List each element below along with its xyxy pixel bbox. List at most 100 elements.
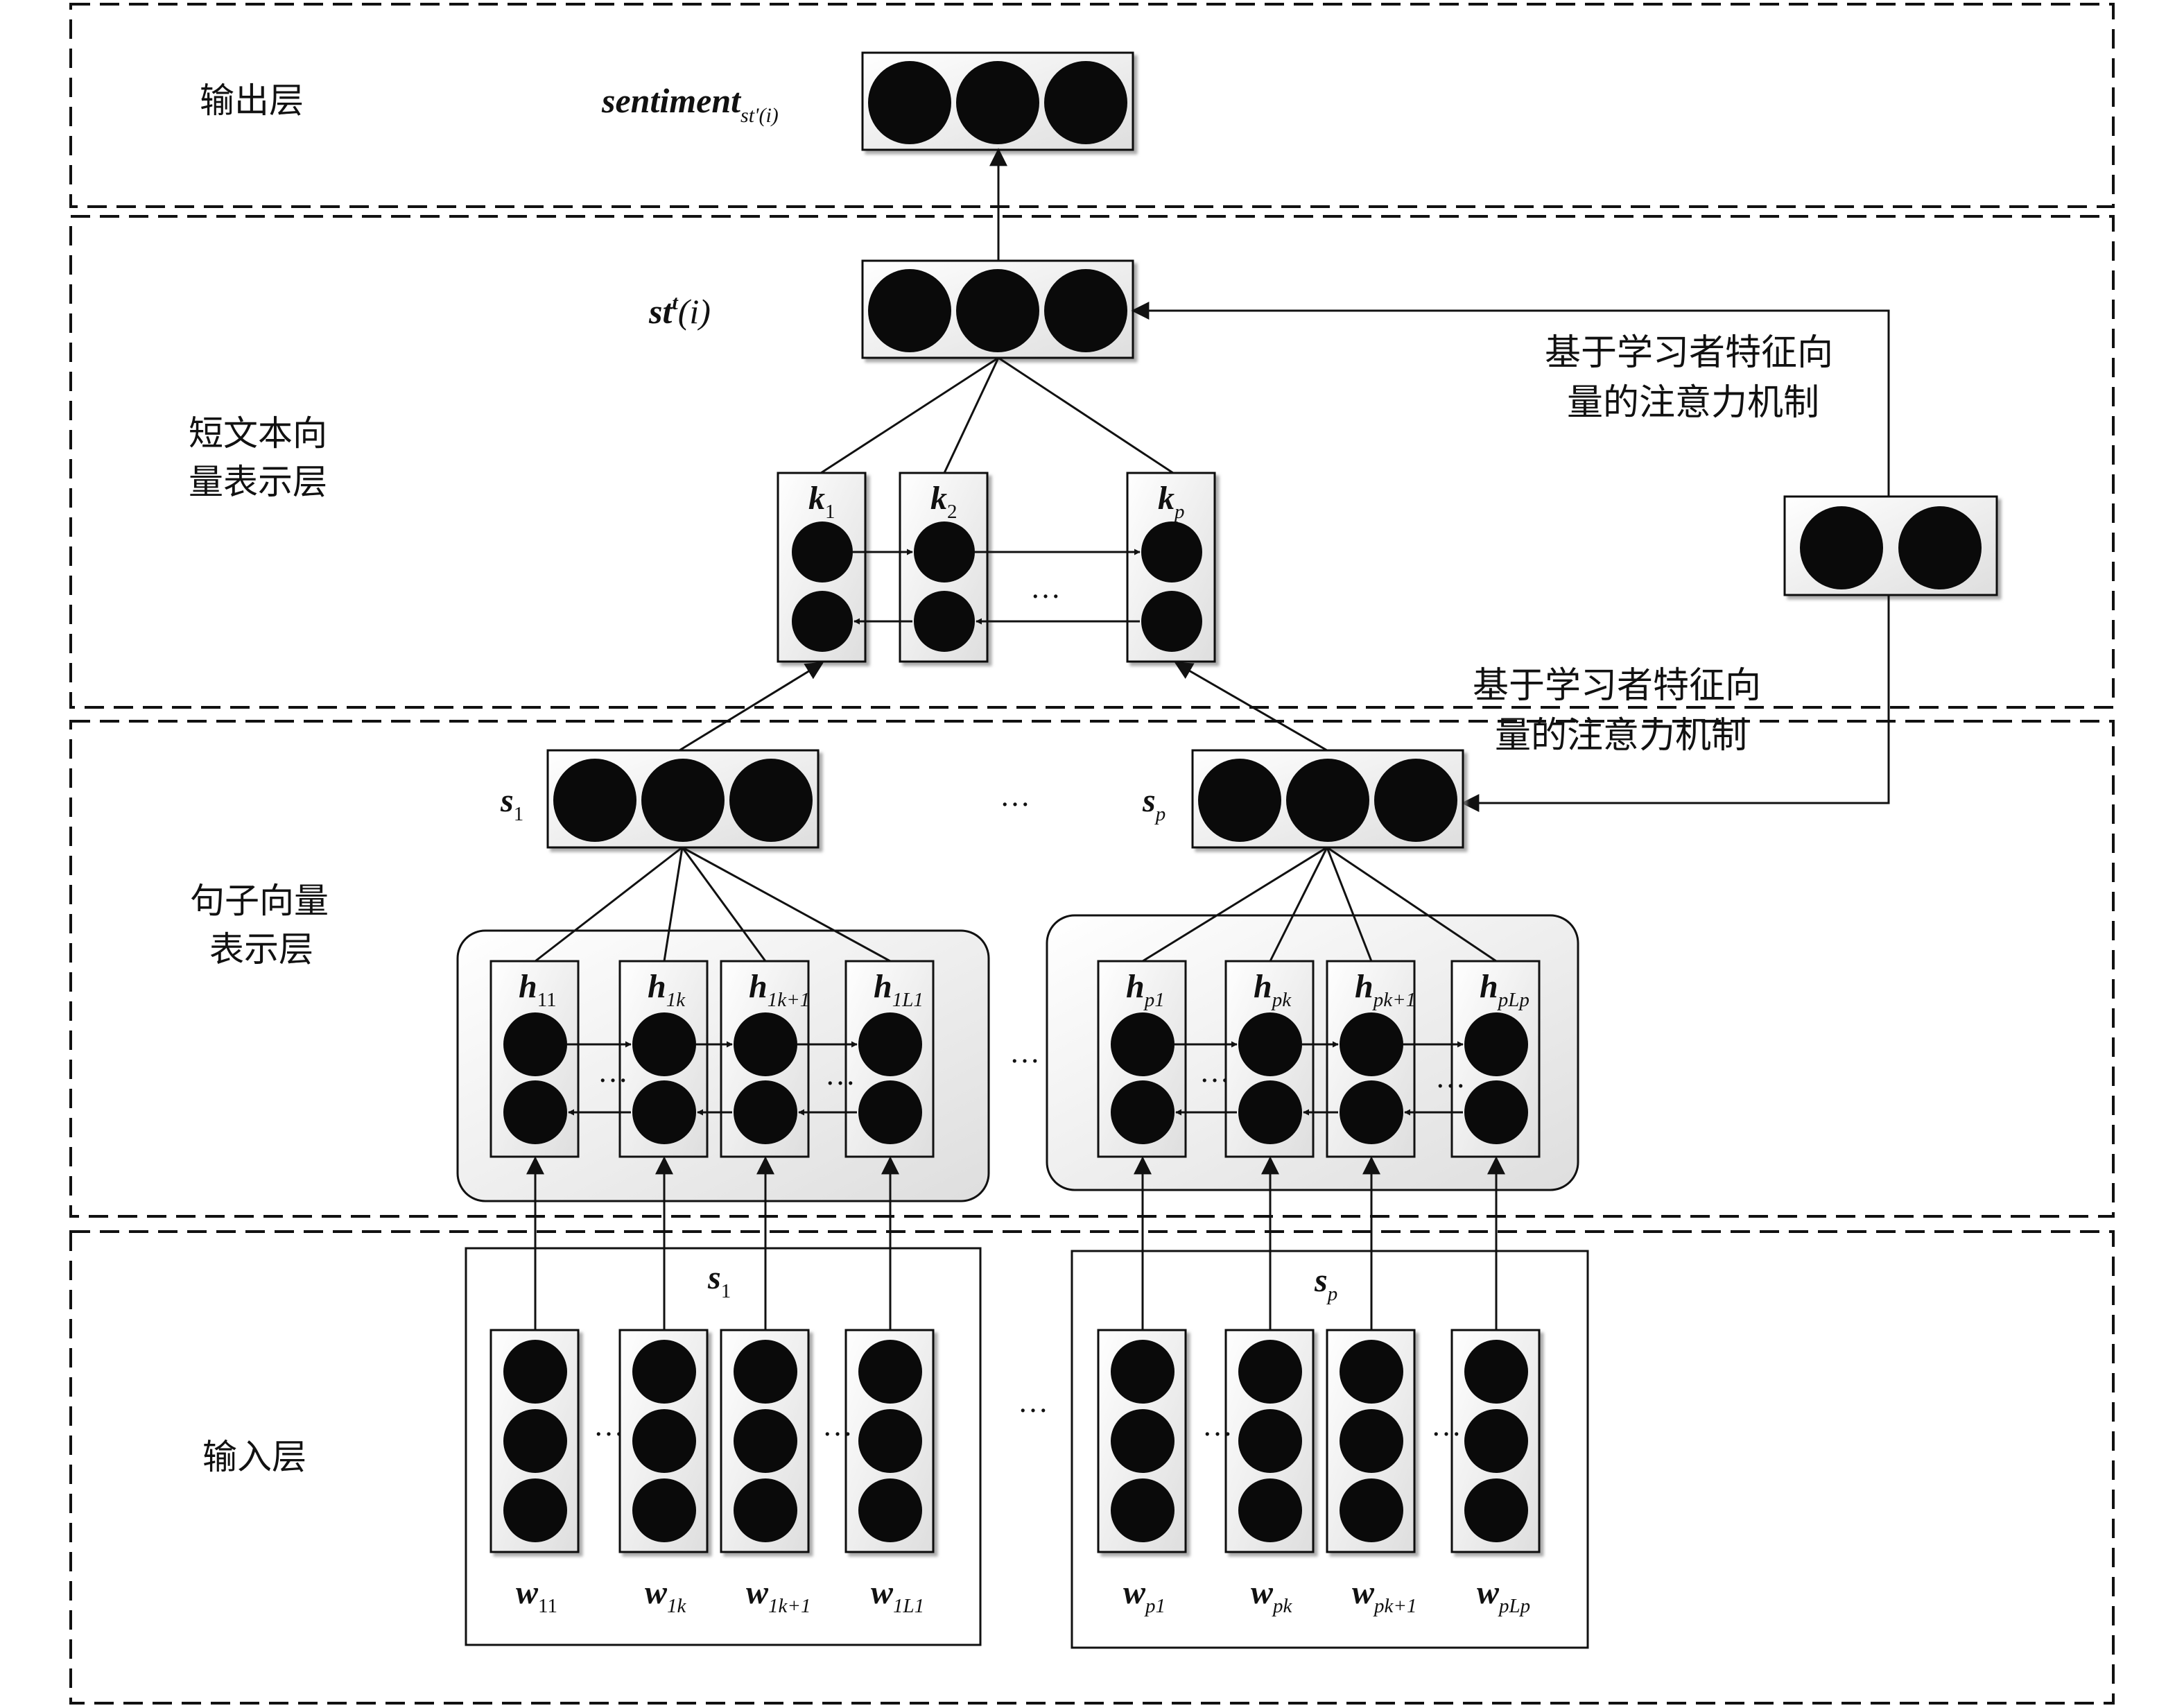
attention-label-lower-1: 基于学习者特征向 — [1473, 665, 1761, 707]
h-group2-ellipsis-1: … — [1199, 1055, 1230, 1089]
sentence-layer-label-2: 表示层 — [209, 929, 313, 969]
k2-forward-node — [914, 521, 975, 583]
w-group1-group-label: s1 — [707, 1259, 731, 1302]
shorttext-layer-label-2: 量表示层 — [189, 462, 327, 502]
w-group1-cell-1-node — [632, 1340, 696, 1404]
w-group1-cell-0-node — [503, 1478, 567, 1542]
kp-backward-node — [1141, 591, 1202, 652]
w-group2-cell-2-node — [1340, 1478, 1403, 1542]
learner-feature-node — [1898, 506, 1982, 589]
sp-vector-label: sp — [1142, 782, 1165, 825]
sp-vector-node — [1198, 759, 1281, 842]
w-group1-cell-0-node — [503, 1409, 567, 1473]
w-group2-cell-2-node — [1340, 1340, 1403, 1404]
arrow-sp-to-kp — [1174, 662, 1328, 752]
h-group2-cell-0-forward-node — [1111, 1012, 1175, 1076]
w-group2-cell-0-node — [1111, 1409, 1175, 1473]
k2-backward-node — [914, 591, 975, 652]
h-group1-cell-1-forward-node — [632, 1012, 696, 1076]
attention-label-upper-2: 量的注意力机制 — [1567, 382, 1819, 424]
shorttext-layer-band — [69, 215, 2115, 709]
s1-vector-node — [729, 759, 813, 842]
shorttext-layer-label-1: 短文本向 — [189, 413, 327, 454]
h-group2-cell-2-forward-node — [1340, 1012, 1403, 1076]
arrow-s1-to-k1 — [679, 662, 824, 752]
h-groups-ellipsis: … — [1009, 1035, 1040, 1069]
st-vector-node — [956, 269, 1039, 352]
h-group1-ellipsis-1: … — [598, 1055, 628, 1089]
w-group1-cell-0-label: w11 — [516, 1574, 557, 1617]
h-group2-cell-0-label: hp1 — [1126, 968, 1165, 1011]
sp-vector-node — [1374, 759, 1457, 842]
h-group1-s-to-h-3-line — [682, 846, 891, 963]
k-ellipsis: … — [1030, 571, 1061, 605]
sentiment-vector-node — [868, 61, 951, 144]
w-group1-cell-2-node — [734, 1409, 797, 1473]
w-group2-cell-3-node — [1464, 1478, 1528, 1542]
w-group1-cell-3-node — [858, 1409, 922, 1473]
w-group2-ellipsis-1: … — [1202, 1408, 1233, 1442]
k1-forward-node — [792, 521, 853, 583]
k1-label: k1 — [808, 480, 835, 523]
h-group2-cell-1-forward-node — [1238, 1012, 1302, 1076]
w-group1-cell-2-node — [734, 1478, 797, 1542]
sentence-vector-ellipsis: … — [1000, 779, 1030, 813]
w-group2-cell-0-node — [1111, 1340, 1175, 1404]
h-group2-s-to-h-1-line — [1269, 847, 1328, 962]
h-group2-s-to-h-0-line — [1142, 846, 1328, 963]
s1-vector-node — [641, 759, 725, 842]
sentence-layer-band — [69, 720, 2115, 1218]
h-group1-cell-0-backward-node — [503, 1080, 567, 1144]
h-group1-s-to-h-0-line — [535, 846, 683, 963]
h-group2-cell-0-backward-node — [1111, 1080, 1175, 1144]
w-group1-cell-2-node — [734, 1340, 797, 1404]
sp-vector-node — [1286, 759, 1369, 842]
input-layer-label: 输入层 — [202, 1437, 306, 1477]
w-group2-cell-0-node — [1111, 1478, 1175, 1542]
sentiment-vector-node — [1044, 61, 1127, 144]
h-group1-cell-1-backward-node — [632, 1080, 696, 1144]
attention-arrow-to-sp — [1461, 595, 1890, 812]
w-group1-cell-0-node — [503, 1340, 567, 1404]
w-group2-cell-2-node — [1340, 1409, 1403, 1473]
h-group1-ellipsis-2: … — [825, 1058, 856, 1092]
st-to-k2-line — [943, 357, 1000, 474]
s1-vector-node — [553, 759, 636, 842]
h-group1-s-to-h-1-line — [663, 847, 684, 962]
output-layer-label: 输出层 — [200, 80, 304, 121]
w-group2-cell-3-node — [1464, 1409, 1528, 1473]
h-group1-cell-1-label: h1k — [648, 968, 686, 1011]
w-group1-cell-1-node — [632, 1478, 696, 1542]
attention-label-upper-1: 基于学习者特征向 — [1545, 332, 1833, 374]
h-group1-cell-0-label: h11 — [519, 968, 557, 1011]
h-group2-cell-1-label: hpk — [1254, 968, 1292, 1011]
h-group2-cell-3-backward-node — [1464, 1080, 1528, 1144]
h-group2-s-to-h-3-line — [1326, 846, 1497, 963]
k1-backward-node — [792, 591, 853, 652]
w-group2-cell-3-node — [1464, 1340, 1528, 1404]
h-group2-cell-2-backward-node — [1340, 1080, 1403, 1144]
h-group1-cell-3-forward-node — [858, 1012, 922, 1076]
w-group2-cell-3-label: wpLp — [1477, 1574, 1530, 1617]
layer-bands — [69, 3, 2115, 1705]
w-group2-cell-1-node — [1238, 1409, 1302, 1473]
w-group1-cell-3-node — [858, 1478, 922, 1542]
w-group2-cell-1-label: wpk — [1251, 1574, 1293, 1617]
h-group2-s-to-h-2-line — [1326, 847, 1373, 962]
w-group1-cell-3-label: w1L1 — [871, 1574, 924, 1617]
w-group2-ellipsis-2: … — [1431, 1408, 1462, 1442]
input-layer-band — [69, 1230, 2115, 1705]
h-group2-cell-3-forward-node — [1464, 1012, 1528, 1076]
h-group1-cell-0-forward-node — [503, 1012, 567, 1076]
sentence-layer-label-1: 句子向量 — [190, 881, 329, 921]
w-group1-cell-2-label: w1k+1 — [746, 1574, 811, 1617]
kp-label: kp — [1158, 480, 1185, 523]
h-group1-cell-2-label: h1k+1 — [749, 968, 810, 1011]
h-group2-cell-3-label: hpLp — [1480, 968, 1529, 1011]
h-group2-ellipsis-2: … — [1435, 1060, 1466, 1094]
w-group2-cell-1-node — [1238, 1478, 1302, 1542]
st-label: stt(i) — [648, 291, 711, 331]
w-group2-group-label: sp — [1314, 1262, 1337, 1305]
h-group1-cell-3-label: h1L1 — [874, 968, 924, 1011]
